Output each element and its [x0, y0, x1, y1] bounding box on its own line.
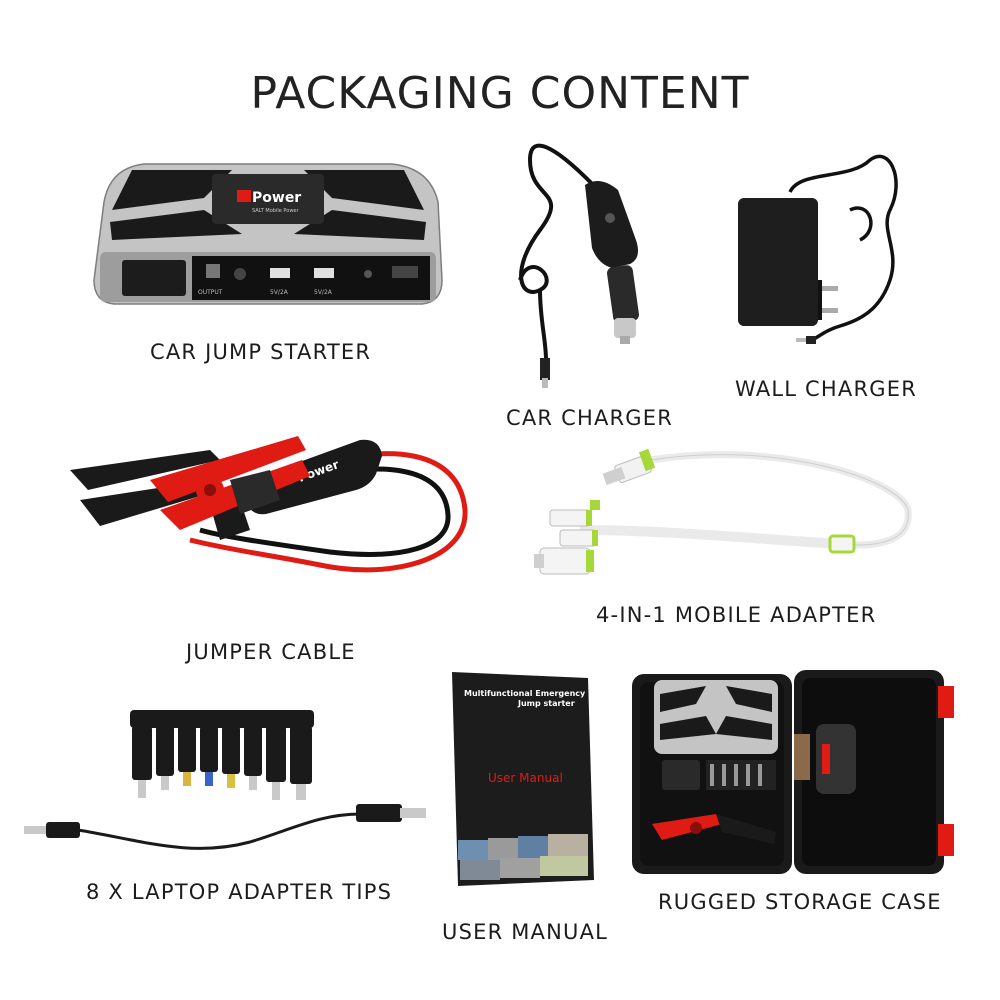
jump-starter-brand: Power	[252, 190, 301, 206]
manual-cover-line1: Multifunctional Emergency	[464, 689, 586, 698]
jumper-cable: Power	[70, 430, 480, 600]
label-mobile-adapter: 4-IN-1 MOBILE ADAPTER	[596, 603, 877, 627]
manual-cover-title: User Manual	[488, 771, 563, 785]
label-user-manual: USER MANUAL	[442, 920, 609, 944]
storage-case-image	[632, 670, 954, 874]
label-storage-case: RUGGED STORAGE CASE	[658, 890, 942, 914]
manual-cover-line2: Jump starter	[517, 699, 575, 708]
wall-charger-image	[738, 154, 898, 344]
mobile-adapter	[520, 440, 920, 600]
port-label-usb1: 5V/2A	[270, 289, 289, 296]
user-manual-image: Multifunctional Emergency Jump starter U…	[452, 672, 594, 886]
jump-starter-image: Power SALT Mobile Power OUTPUT 5V/2A 5V/…	[93, 163, 443, 305]
wall-charger	[730, 150, 930, 350]
port-label-usb2: 5V/2A	[314, 289, 333, 296]
storage-case	[626, 664, 962, 878]
car-jump-starter: Power SALT Mobile Power OUTPUT 5V/2A 5V/…	[92, 160, 444, 310]
page-title: PACKAGING CONTENT	[250, 68, 750, 119]
mobile-adapter-image	[534, 448, 912, 575]
jump-starter-tagline: SALT Mobile Power	[252, 208, 299, 214]
user-manual: Multifunctional Emergency Jump starter U…	[448, 672, 598, 887]
label-jumper-cable: JUMPER CABLE	[186, 640, 356, 664]
label-car-charger: CAR CHARGER	[506, 406, 674, 430]
car-charger-image	[518, 143, 639, 388]
laptop-tips	[20, 710, 440, 860]
laptop-tips-image	[24, 710, 426, 850]
label-wall-charger: WALL CHARGER	[735, 377, 918, 401]
car-charger	[500, 130, 660, 390]
label-laptop-tips: 8 X LAPTOP ADAPTER TIPS	[86, 880, 393, 904]
port-label-output: OUTPUT	[198, 289, 223, 296]
jumper-cable-image: Power	[70, 436, 468, 573]
label-car-jump-starter: CAR JUMP STARTER	[150, 340, 372, 364]
